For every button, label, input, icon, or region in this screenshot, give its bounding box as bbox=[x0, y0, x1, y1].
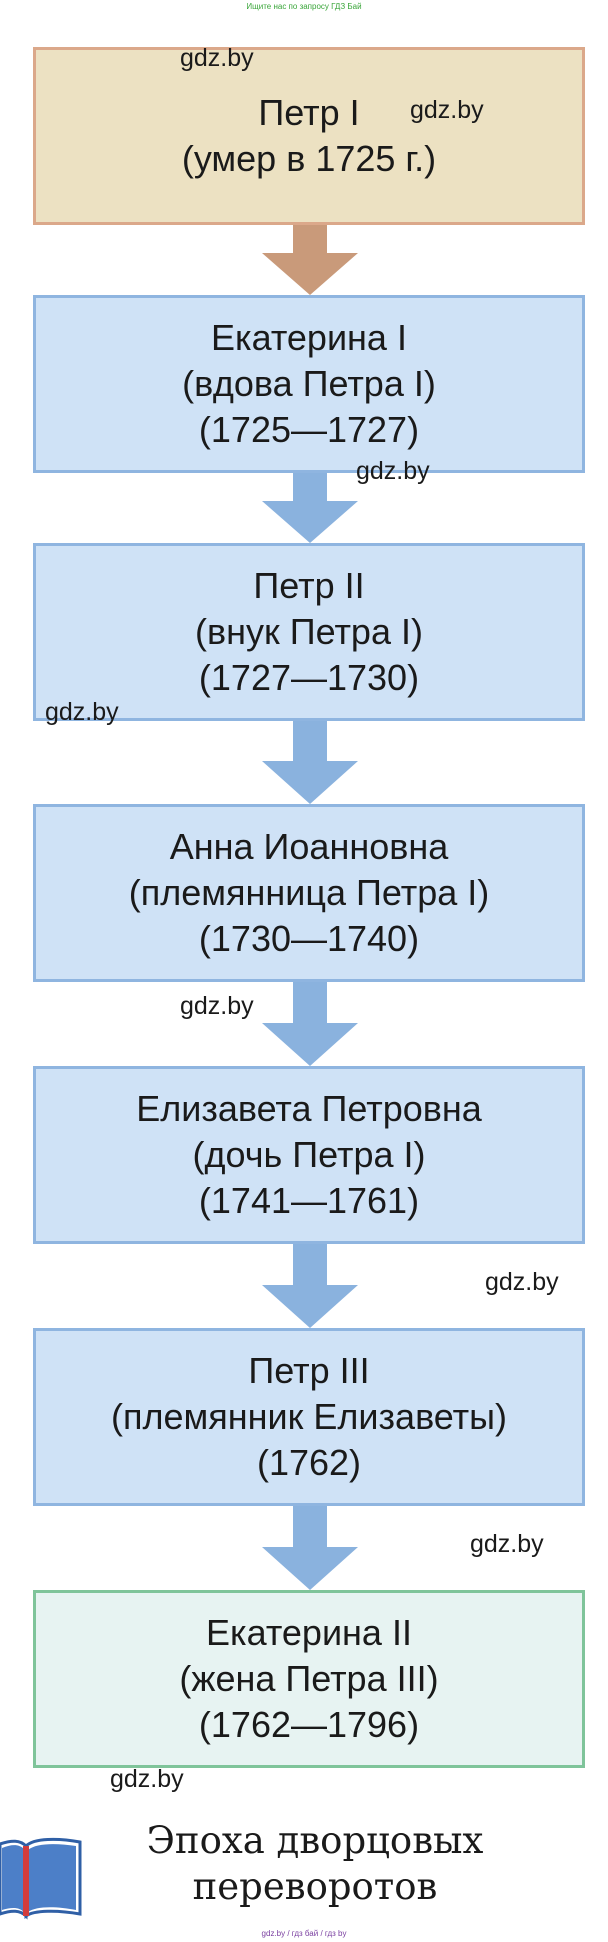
box-elizabeth: Елизавета Петровна (дочь Петра I) (1741—… bbox=[33, 1066, 585, 1244]
caption-line-2: переворотов bbox=[192, 1865, 438, 1908]
box-line: Петр II bbox=[253, 565, 365, 606]
watermark: gdz.by bbox=[356, 457, 430, 485]
box-line: (внук Петра I) bbox=[195, 611, 423, 652]
watermark: gdz.by bbox=[180, 992, 254, 1020]
box-line: (вдова Петра I) bbox=[182, 363, 436, 404]
arrow-down-2 bbox=[262, 473, 358, 543]
top-note: Ищите нас по запросу ГДЗ Бай bbox=[246, 2, 362, 11]
watermark: gdz.by bbox=[110, 1765, 184, 1793]
box-line: Петр I bbox=[258, 92, 360, 133]
footer: gdz.by / гдз бай / гдз by bbox=[261, 1929, 347, 1938]
box-line: (1762) bbox=[256, 1442, 362, 1483]
arrow-down-6 bbox=[262, 1506, 358, 1590]
box-catherine-ii: Екатерина II (жена Петра III) (1762—1796… bbox=[33, 1590, 585, 1768]
box-line: (1730—1740) bbox=[198, 918, 420, 959]
box-anna-ioannovna: Анна Иоанновна (племянница Петра I) (173… bbox=[33, 804, 585, 982]
watermark: gdz.by bbox=[410, 96, 484, 124]
box-peter-iii: Петр III (племянник Елизаветы) (1762) bbox=[33, 1328, 585, 1506]
box-line: (дочь Петра I) bbox=[192, 1134, 426, 1175]
box-line: Екатерина I bbox=[211, 317, 407, 358]
box-catherine-i: Екатерина I (вдова Петра I) (1725—1727) bbox=[33, 295, 585, 473]
book-icon bbox=[0, 1837, 82, 1920]
box-line: Екатерина II bbox=[206, 1612, 412, 1653]
box-line: Петр III bbox=[248, 1350, 370, 1391]
box-line: (1741—1761) bbox=[198, 1180, 420, 1221]
box-peter-i: Петр I (умер в 1725 г.) bbox=[33, 47, 585, 225]
box-line: (жена Петра III) bbox=[179, 1658, 439, 1699]
watermark: gdz.by bbox=[470, 1530, 544, 1558]
watermark: gdz.by bbox=[45, 698, 119, 726]
box-line: (племянница Петра I) bbox=[128, 872, 490, 913]
arrow-down-3 bbox=[262, 721, 358, 804]
box-line: (1725—1727) bbox=[198, 409, 420, 450]
box-line: (умер в 1725 г.) bbox=[181, 138, 437, 179]
box-peter-ii: Петр II (внук Петра I) (1727—1730) bbox=[33, 543, 585, 721]
box-line: Елизавета Петровна bbox=[136, 1088, 482, 1129]
box-line: (племянник Елизаветы) bbox=[111, 1396, 507, 1437]
arrow-down-4 bbox=[262, 982, 358, 1066]
watermark: gdz.by bbox=[485, 1268, 559, 1296]
box-line: Анна Иоанновна bbox=[169, 826, 449, 867]
box-line: (1727—1730) bbox=[198, 657, 420, 698]
box-line: (1762—1796) bbox=[198, 1704, 420, 1745]
watermark: gdz.by bbox=[180, 44, 254, 72]
arrow-down-5 bbox=[262, 1244, 358, 1328]
arrow-down-1 bbox=[262, 225, 358, 295]
caption-line-1: Эпоха дворцовых bbox=[146, 1819, 484, 1862]
